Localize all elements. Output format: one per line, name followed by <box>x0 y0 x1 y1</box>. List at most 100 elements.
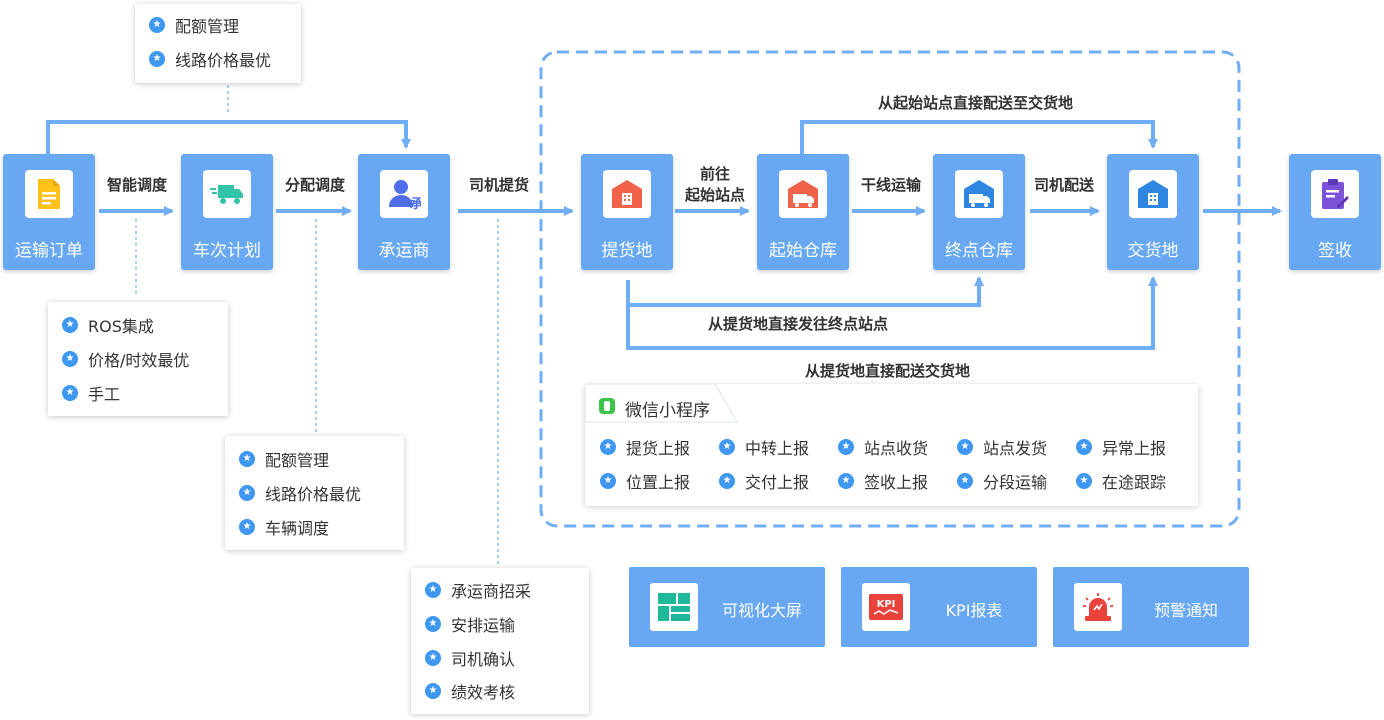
miniapp-item[interactable]: ★签收上报 <box>838 470 928 492</box>
star-icon: ★ <box>600 473 616 489</box>
miniapp-item[interactable]: ★ 异常上报 <box>1076 436 1166 458</box>
star-icon: ★ <box>239 451 255 467</box>
label-pickup-to-dest: 从提货地直接发往终点站点 <box>708 315 889 333</box>
list-item: ★安排运输 <box>425 613 515 635</box>
list-item-label: ROS集成 <box>88 317 154 336</box>
list-item-label: 手工 <box>88 385 121 404</box>
tool-kpi[interactable]: KPI KPI报表 <box>841 567 1037 647</box>
node-pickup-label: 提货地 <box>601 241 653 261</box>
warehouse-truck-icon <box>955 170 1003 218</box>
miniapp-item-label: 中转上报 <box>745 439 810 458</box>
warehouse-truck-icon <box>779 170 827 218</box>
miniapp-item[interactable]: ★ 位置上报 <box>600 470 690 492</box>
miniapp-item-label: 位置上报 <box>626 473 691 492</box>
list-item: ★ 绩效考核 <box>425 680 515 702</box>
kpi-icon-glyph: KPI <box>877 599 896 610</box>
arrow-origin-delivery <box>800 120 1158 154</box>
node-pickup[interactable]: 提货地 <box>581 154 673 270</box>
wechat-miniapp-icon <box>599 398 615 414</box>
star-icon: ★ <box>425 683 441 699</box>
miniapp-item[interactable]: ★站点发货 <box>957 436 1047 458</box>
list-item: ★线路价格最优 <box>149 48 271 70</box>
carrier-box: ★承运商招采 ★安排运输 ★司机确认 ★绩效考核 <box>411 568 589 714</box>
node-dest-warehouse[interactable]: 终点仓库 <box>933 154 1025 270</box>
label-driver-pickup: 司机提货 <box>469 176 530 194</box>
node-delivery-label: 交货地 <box>1127 241 1179 261</box>
list-item-label: 司机确认 <box>451 650 516 669</box>
miniapp-panel: 微信小程序 ★提货上报 ★ 中转上报 ★ 站点收货 ★站点发货 ★ 异常上报 ★ 位置上… <box>585 384 1198 506</box>
label-trunk: 干线运输 <box>861 176 922 194</box>
label-to-origin: 前往 起始站点 <box>680 164 750 206</box>
miniapp-item-label: 在途跟踪 <box>1102 473 1167 492</box>
node-trip-label: 车次计划 <box>193 241 261 261</box>
miniapp-item-label: 异常上报 <box>1102 439 1167 458</box>
miniapp-item[interactable]: ★ 站点收货 <box>838 436 928 458</box>
miniapp-tab[interactable]: 微信小程序 <box>585 384 741 426</box>
list-item: ★配额管理 <box>149 14 239 36</box>
node-carrier-label: 承运商 <box>378 241 430 261</box>
node-sign[interactable]: 签收 <box>1289 154 1381 270</box>
node-trip[interactable]: 车次计划 <box>181 154 273 270</box>
label-assign-dispatch: 分配调度 <box>285 176 346 194</box>
star-icon: ★ <box>838 439 854 455</box>
list-item-label: 价格/时效最优 <box>88 351 190 370</box>
star-icon: ★ <box>719 439 735 455</box>
miniapp-item[interactable]: ★ 中转上报 <box>719 436 809 458</box>
miniapp-item[interactable]: ★ 交付上报 <box>719 470 809 492</box>
tool-kpi-label: KPI报表 <box>945 601 1003 620</box>
node-sign-label: 签收 <box>1318 241 1352 261</box>
star-icon: ★ <box>239 485 255 501</box>
tool-alert[interactable]: 预警通知 <box>1053 567 1249 647</box>
warehouse-icon <box>603 170 651 218</box>
miniapp-item-label: 站点收货 <box>864 439 929 458</box>
miniapp-tab-shape <box>585 384 738 423</box>
clipboard-sign-icon <box>1311 170 1359 218</box>
star-icon: ★ <box>1076 439 1092 455</box>
quota-top-box: ★配额管理 ★线路价格最优 <box>135 4 301 83</box>
star-icon: ★ <box>425 650 441 666</box>
node-origin-warehouse[interactable]: 起始仓库 <box>757 154 849 270</box>
carrier-user-icon: 承 <box>380 170 428 218</box>
star-icon: ★ <box>719 473 735 489</box>
label-driver-deliver: 司机配送 <box>1034 176 1095 194</box>
label-origin-direct: 从起始站点直接配送至交货地 <box>878 94 1074 112</box>
list-item-label: 车辆调度 <box>265 519 330 538</box>
list-item-label: 绩效考核 <box>451 683 516 702</box>
list-item-label: 线路价格最优 <box>265 485 362 504</box>
list-item: ★承运商招采 <box>425 579 531 601</box>
list-item: ★ 线路价格最优 <box>239 482 361 504</box>
list-item: ★ROS集成 <box>62 314 154 336</box>
tool-dashboard[interactable]: 可视化大屏 <box>629 567 825 647</box>
miniapp-item[interactable]: ★ 分段运输 <box>957 470 1047 492</box>
miniapp-item-label: 分段运输 <box>983 473 1048 492</box>
star-icon: ★ <box>957 473 973 489</box>
truck-icon <box>203 170 251 218</box>
node-order[interactable]: 运输订单 <box>3 154 95 270</box>
miniapp-item[interactable]: ★在途跟踪 <box>1076 470 1166 492</box>
list-item: ★ 车辆调度 <box>239 516 329 538</box>
label-to-origin-line1: 前往 <box>699 165 730 183</box>
arrow-pickup-dest <box>626 276 984 307</box>
dashboard-grid-icon <box>650 583 698 631</box>
star-icon: ★ <box>239 519 255 535</box>
miniapp-title: 微信小程序 <box>625 401 710 421</box>
region-dashed-border <box>539 50 1241 528</box>
list-item: ★ 司机确认 <box>425 647 515 669</box>
miniapp-item[interactable]: ★提货上报 <box>600 436 690 458</box>
star-icon: ★ <box>957 439 973 455</box>
node-origin-warehouse-label: 起始仓库 <box>769 241 837 261</box>
tool-dashboard-label: 可视化大屏 <box>721 601 802 620</box>
arrow-order-carrier-bypass <box>46 120 411 154</box>
star-icon: ★ <box>425 616 441 632</box>
list-item-label: 承运商招采 <box>451 582 532 601</box>
node-carrier[interactable]: 承 承运商 <box>358 154 450 270</box>
list-item-label: 配额管理 <box>265 451 330 470</box>
miniapp-item-label: 交付上报 <box>745 473 810 492</box>
star-icon: ★ <box>62 351 78 367</box>
node-delivery[interactable]: 交货地 <box>1107 154 1199 270</box>
label-pickup-to-delivery: 从提货地直接配送交货地 <box>805 362 971 380</box>
list-item-label: 线路价格最优 <box>175 51 272 70</box>
star-icon: ★ <box>62 385 78 401</box>
star-icon: ★ <box>149 17 165 33</box>
